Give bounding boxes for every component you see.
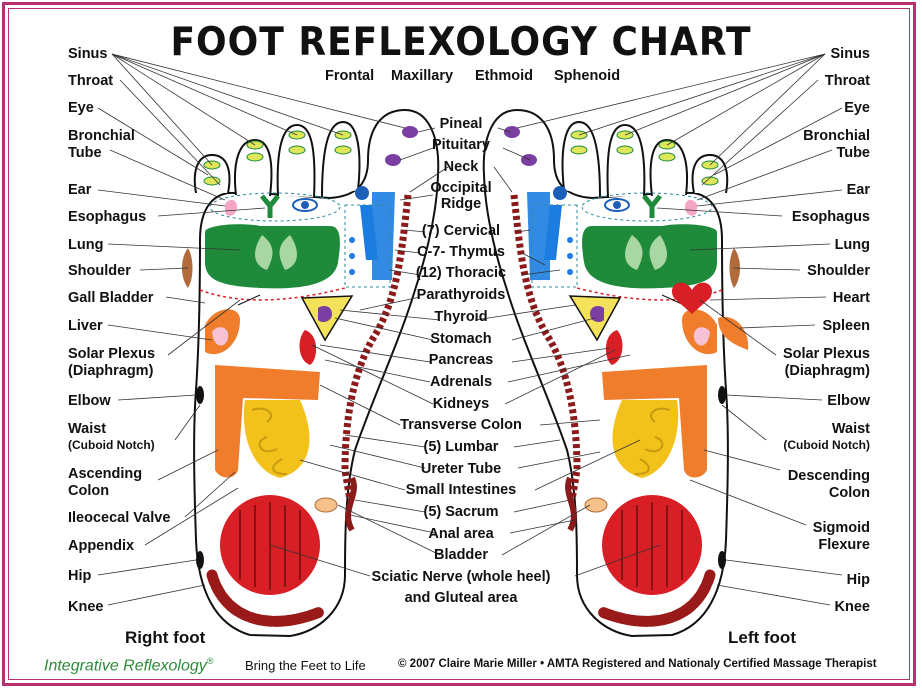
label-left-shoulder: Shoulder: [807, 263, 870, 279]
label-gluteal-area: and Gluteal area: [341, 590, 581, 606]
label-right-knee: Knee: [68, 599, 103, 615]
label-left-sinus: Sinus: [831, 46, 870, 62]
label-small-intestines: Small Intestines: [371, 482, 551, 498]
label-bladder: Bladder: [381, 547, 541, 563]
label-lumbar: (5) Lumbar: [381, 439, 541, 455]
label-ileocecal-valve: Ileocecal Valve: [68, 510, 170, 526]
label-right-ear: Ear: [68, 182, 91, 198]
label-thyroid: Thyroid: [381, 309, 541, 325]
label-right-waist: Waist: [68, 421, 106, 437]
label-right-bronchial: Bronchial: [68, 128, 135, 144]
label-right-eye: Eye: [68, 100, 94, 116]
label-flexure: Flexure: [818, 537, 870, 553]
label-frontal: Frontal: [325, 68, 374, 84]
label-pancreas: Pancreas: [381, 352, 541, 368]
label-right-sinus: Sinus: [68, 46, 107, 62]
label-liver: Liver: [68, 318, 103, 334]
label-descending-colon: Colon: [829, 485, 870, 501]
label-right-elbow: Elbow: [68, 393, 111, 409]
label-sciatic-nerve: Sciatic Nerve (whole heel): [341, 569, 581, 585]
label-pineal: Pineal: [381, 116, 541, 132]
label-thymus: C-7- Thymus: [381, 244, 541, 260]
label-left-diaphragm: (Diaphragm): [785, 363, 870, 379]
label-left-lung: Lung: [835, 237, 870, 253]
label-left-eye: Eye: [844, 100, 870, 116]
label-left-waist: Waist: [832, 421, 870, 437]
label-left-cuboid-notch: (Cuboid Notch): [783, 437, 870, 453]
label-left-bronchial: Bronchial: [803, 128, 870, 144]
label-spleen: Spleen: [822, 318, 870, 334]
label-right-throat: Throat: [68, 73, 113, 89]
label-right-solar-plexus: Solar Plexus: [68, 346, 155, 362]
label-ridge: Ridge: [381, 196, 541, 212]
label-neck: Neck: [381, 159, 541, 175]
label-left-solar-plexus: Solar Plexus: [783, 346, 870, 362]
label-occipital: Occipital: [381, 180, 541, 196]
label-parathyroids: Parathyroids: [381, 287, 541, 303]
brand-tagline: Bring the Feet to Life: [245, 658, 366, 673]
label-maxillary: Maxillary: [391, 68, 453, 84]
label-right-shoulder: Shoulder: [68, 263, 131, 279]
label-sacrum: (5) Sacrum: [381, 504, 541, 520]
label-ascending-colon: Colon: [68, 483, 109, 499]
label-left-tube: Tube: [836, 145, 870, 161]
label-thoracic: (12) Thoracic: [381, 265, 541, 281]
label-transverse-colon: Transverse Colon: [361, 417, 561, 433]
label-left-knee: Knee: [835, 599, 870, 615]
page-title: FOOT REFLEXOLOGY CHART: [0, 20, 922, 64]
label-ascending: Ascending: [68, 466, 142, 482]
label-ureter-tube: Ureter Tube: [381, 461, 541, 477]
label-adrenals: Adrenals: [381, 374, 541, 390]
label-right-cuboid-notch: (Cuboid Notch): [68, 437, 155, 453]
label-kidneys: Kidneys: [381, 396, 541, 412]
label-right-tube: Tube: [68, 145, 102, 161]
copyright-text: © 2007 Claire Marie Miller • AMTA Regist…: [398, 658, 877, 670]
label-left-elbow: Elbow: [827, 393, 870, 409]
label-stomach: Stomach: [381, 331, 541, 347]
label-pituitary: Pituitary: [381, 137, 541, 153]
label-gall-bladder: Gall Bladder: [68, 290, 153, 306]
label-right-esophagus: Esophagus: [68, 209, 146, 225]
label-left-throat: Throat: [825, 73, 870, 89]
label-cervical: (7) Cervical: [381, 223, 541, 239]
label-sigmoid: Sigmoid: [813, 520, 870, 536]
label-right-lung: Lung: [68, 237, 103, 253]
brand-name: Integrative Reflexology®: [44, 656, 213, 675]
label-right-diaphragm: (Diaphragm): [68, 363, 153, 379]
label-right-hip: Hip: [68, 568, 91, 584]
label-sphenoid: Sphenoid: [554, 68, 620, 84]
left-foot-label: Left foot: [728, 628, 796, 648]
label-descending: Descending: [788, 468, 870, 484]
label-heart: Heart: [833, 290, 870, 306]
label-anal-area: Anal area: [381, 526, 541, 542]
right-foot-label: Right foot: [125, 628, 205, 648]
label-left-ear: Ear: [847, 182, 870, 198]
label-ethmoid: Ethmoid: [475, 68, 533, 84]
label-appendix: Appendix: [68, 538, 134, 554]
label-left-hip: Hip: [847, 572, 870, 588]
label-left-esophagus: Esophagus: [792, 209, 870, 225]
